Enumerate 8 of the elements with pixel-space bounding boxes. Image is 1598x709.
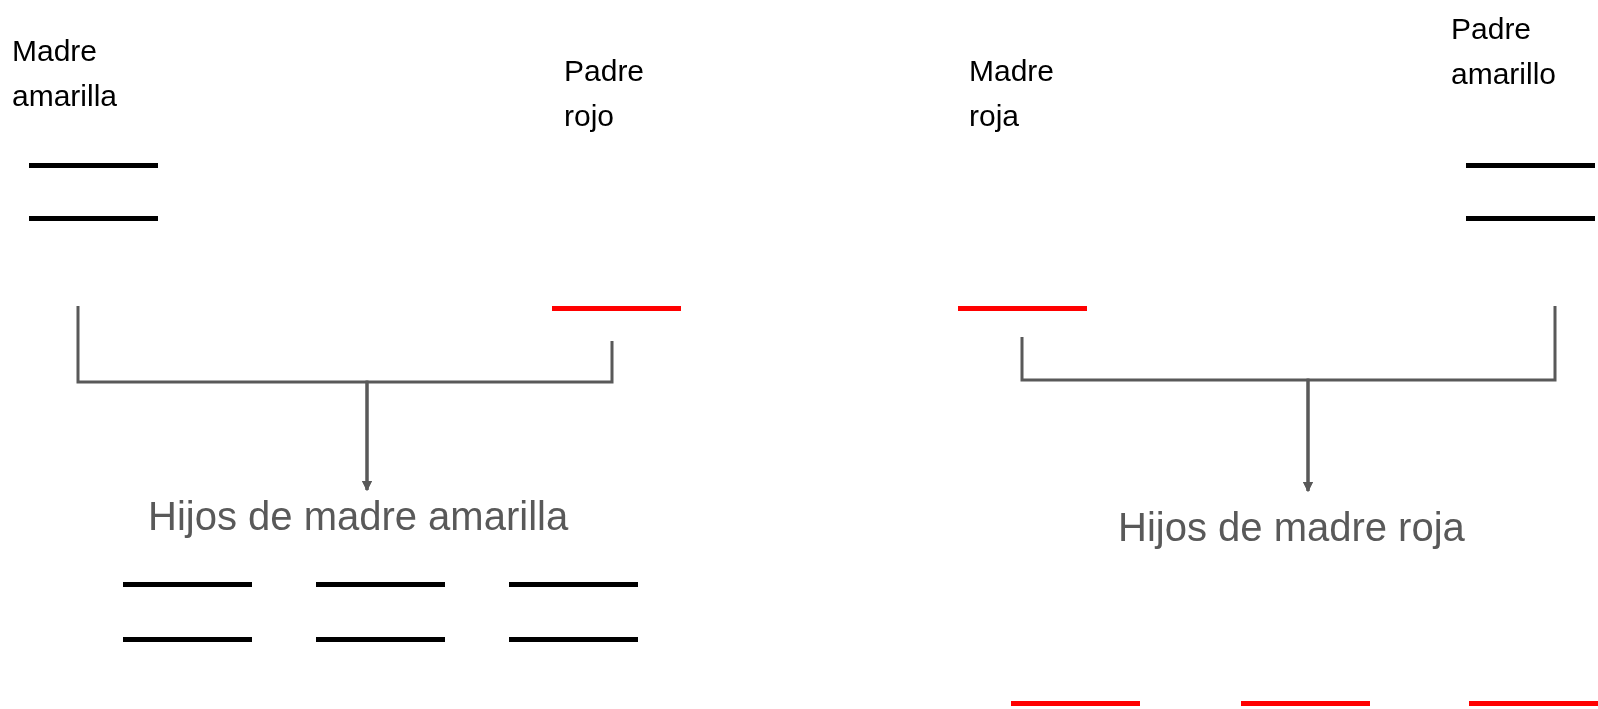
node-label: Hijos de madre roja (1118, 504, 1465, 551)
arrow (1303, 306, 1557, 492)
node-label: Hijos de madre amarilla (148, 493, 569, 540)
parent-label: Madre roja (969, 53, 1056, 134)
parent-label: Padre amarillo (1451, 11, 1558, 92)
parent-label: Padre rojo (564, 53, 646, 134)
parent-label: Madre amarilla (12, 33, 119, 114)
arrow (362, 341, 614, 491)
